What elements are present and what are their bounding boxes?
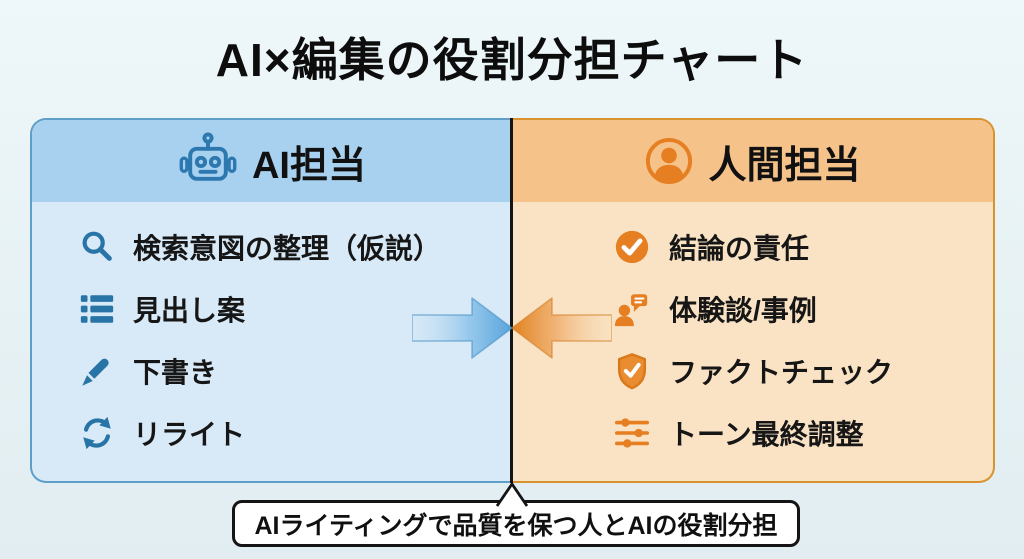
role-panels: AI担当 検索意図の整理（仮説） xyxy=(30,118,995,483)
caption-pointer-icon xyxy=(495,482,529,507)
list-item-label: ファクトチェック xyxy=(669,357,894,388)
arrow-right-icon xyxy=(412,297,513,359)
panel-ai: AI担当 検索意図の整理（仮説） xyxy=(30,118,512,483)
arrow-left-icon xyxy=(511,297,612,359)
caption-bubble: AIライティングで品質を保つ人とAIの役割分担 xyxy=(232,500,800,547)
list-item-label: リライト xyxy=(133,419,246,450)
shield-check-icon xyxy=(613,352,651,390)
sliders-icon xyxy=(613,414,651,452)
list-item: ファクトチェック xyxy=(512,340,993,402)
person-comment-icon xyxy=(613,290,651,328)
list-icon xyxy=(78,290,116,328)
robot-icon xyxy=(179,132,237,181)
list-item: リライト xyxy=(32,402,512,464)
list-item-label: 見出し案 xyxy=(133,295,246,326)
check-circle-icon xyxy=(613,228,651,266)
pen-icon xyxy=(78,352,116,390)
list-item: 結論の責任 xyxy=(512,216,993,278)
panel-human: 人間担当 結論の責任 xyxy=(512,118,995,483)
panel-human-header: 人間担当 xyxy=(512,120,993,202)
panel-ai-title: AI担当 xyxy=(251,144,366,187)
converging-arrows xyxy=(412,297,612,359)
list-item-label: 検索意図の整理（仮説） xyxy=(133,233,442,264)
list-item: 体験談/事例 xyxy=(512,278,993,340)
panel-human-title: 人間担当 xyxy=(708,144,861,187)
page-title: AI×編集の役割分担チャート xyxy=(215,34,809,86)
list-item: 下書き xyxy=(32,340,512,402)
list-item-label: 体験談/事例 xyxy=(669,295,817,326)
panel-ai-header: AI担当 xyxy=(32,120,512,202)
panel-human-list: 結論の責任 xyxy=(512,202,993,464)
search-icon xyxy=(78,228,116,266)
person-icon xyxy=(646,137,693,185)
list-item-label: 下書き xyxy=(133,357,218,388)
refresh-icon xyxy=(78,414,116,452)
panel-ai-list: 検索意図の整理（仮説） 見出し案 xyxy=(32,202,512,464)
list-item: 見出し案 xyxy=(32,278,512,340)
center-divider-line xyxy=(510,118,513,483)
list-item-label: 結論の責任 xyxy=(669,233,810,264)
list-item: 検索意図の整理（仮説） xyxy=(32,216,512,278)
list-item-label: トーン最終調整 xyxy=(669,419,864,450)
list-item: トーン最終調整 xyxy=(512,402,993,464)
